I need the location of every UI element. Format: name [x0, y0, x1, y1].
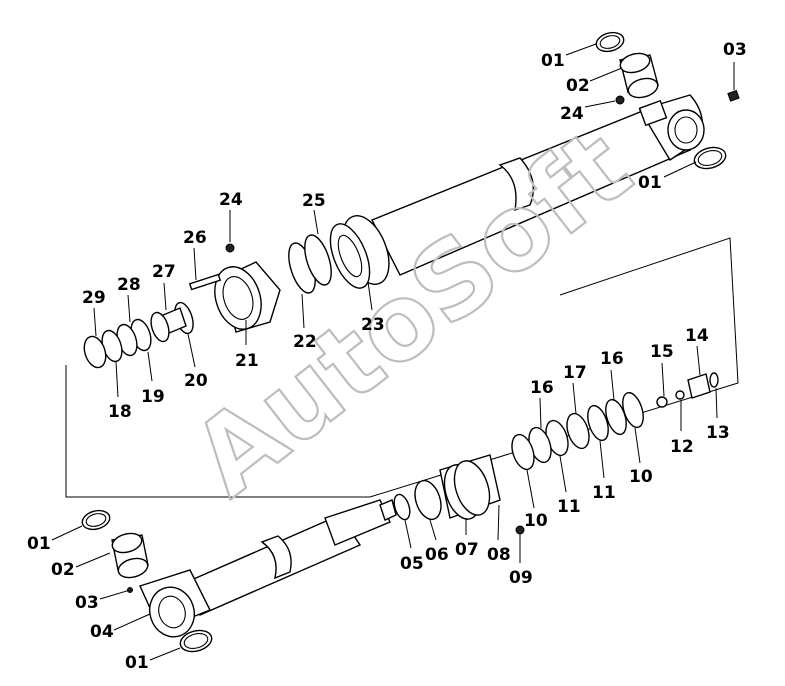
part-label: 16: [600, 349, 624, 369]
part-label: 03: [75, 593, 99, 613]
piston-seals: [511, 372, 719, 471]
part-label: 12: [670, 437, 694, 457]
part-label: 24: [219, 190, 243, 210]
part-label: 10: [524, 511, 548, 531]
part-label: 01: [541, 51, 565, 71]
part-label: 03: [723, 40, 747, 60]
part-label: 27: [152, 262, 176, 282]
part-label: 01: [638, 173, 662, 193]
part-label: 26: [183, 228, 207, 248]
part-label: 02: [566, 76, 590, 96]
part-label: 13: [706, 423, 730, 443]
part-label: 19: [141, 387, 165, 407]
part-label: 15: [650, 342, 674, 362]
part-label: 09: [509, 568, 533, 588]
leader-lines: [51, 43, 735, 661]
part-label: 05: [400, 554, 424, 574]
part-label: 04: [90, 622, 114, 642]
part-label: 29: [82, 288, 106, 308]
part-label: 02: [51, 560, 75, 580]
part-label: 01: [125, 653, 149, 673]
top-bushing-group: [595, 31, 740, 170]
part-label: 21: [235, 351, 259, 371]
part-label: 18: [108, 402, 132, 422]
part-label: 08: [487, 545, 511, 565]
part-label: 22: [293, 332, 317, 352]
part-label: 07: [455, 540, 479, 560]
part-label: 20: [184, 371, 208, 391]
piston-rod: [139, 499, 397, 638]
part-label: 17: [563, 363, 587, 383]
bottom-bushing-group: [81, 509, 213, 653]
part-label: 14: [685, 326, 709, 346]
part-label: 11: [592, 483, 616, 503]
gland-assembly: [83, 234, 332, 369]
part-label: 16: [530, 378, 554, 398]
part-label: 25: [302, 191, 326, 211]
part-label: 10: [629, 467, 653, 487]
piston-body: [393, 454, 525, 535]
part-label: 11: [557, 497, 581, 517]
part-label: 28: [117, 275, 141, 295]
part-label: 01: [27, 534, 51, 554]
part-label: 23: [361, 315, 385, 335]
cylinder-barrel: [329, 94, 705, 289]
part-label: 24: [560, 104, 584, 124]
part-labels: 01 02 03 24 01 24 25 26 27 28 29 18 19 2…: [27, 40, 747, 673]
part-label: 06: [425, 545, 449, 565]
